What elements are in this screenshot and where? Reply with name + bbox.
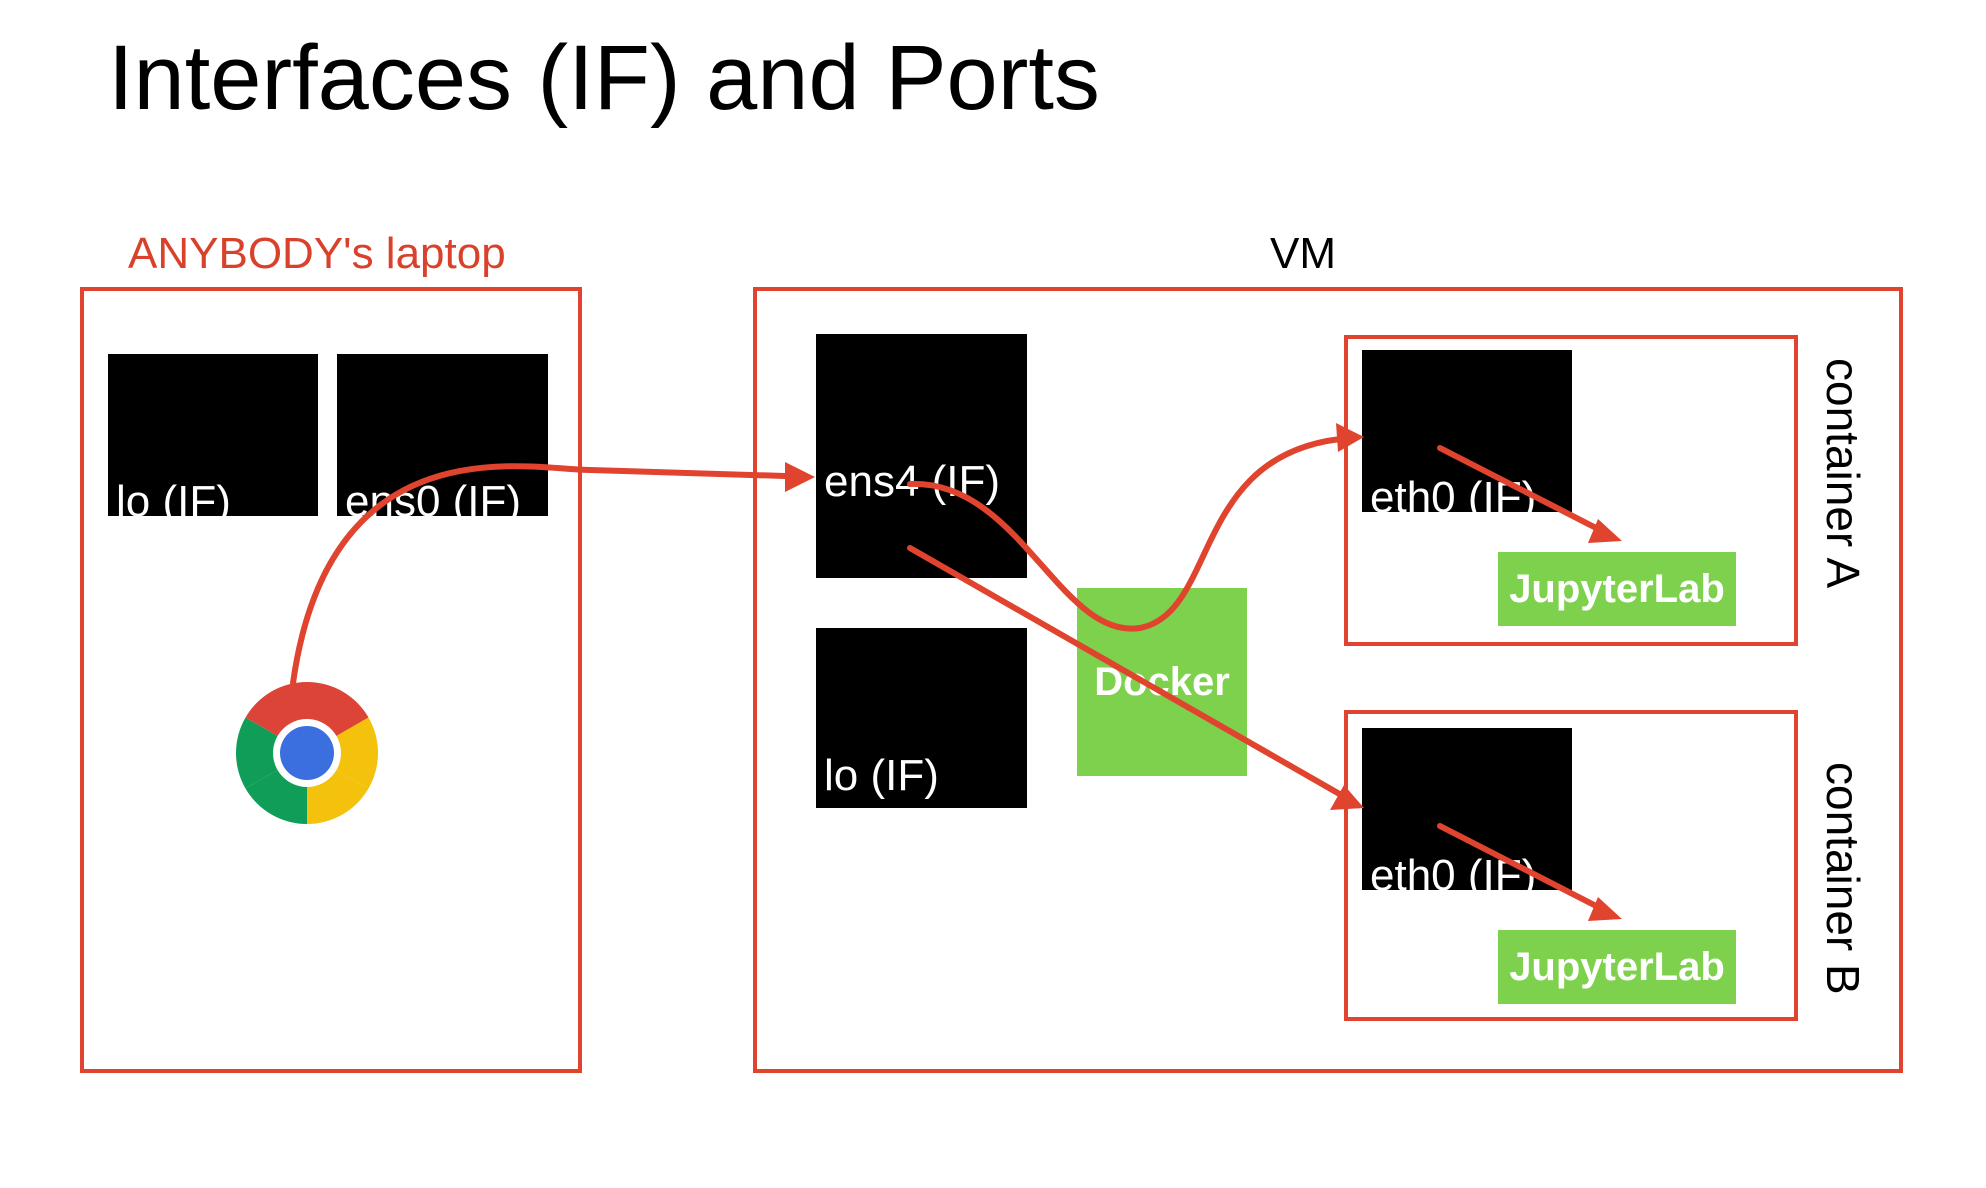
vm-label: VM [1270,229,1336,278]
arrowhead-ens4-300 [785,462,815,492]
laptop-lo-interface: lo (IF) 5000 [108,354,318,691]
port-300: 300 [824,916,898,965]
interface-name: eth0 (IF) [1370,473,1537,522]
container-b-frame [1344,710,1798,1021]
vm-lo-interface: lo (IF) 300 400 [816,628,1027,1130]
arrowhead-container-a-80 [1336,423,1364,452]
interface-name: ens0 (IF) [345,477,522,526]
arrow-ens4-300-to-container-a-80 [907,435,1353,632]
container-a-label: container A [1817,358,1869,589]
vm-frame [753,287,1903,1073]
arrow-container-a-80-to-jupyterlab [1437,445,1603,533]
arrow-container-b-80-to-jupyterlab [1437,823,1603,911]
interface-name: lo (IF) [116,477,231,526]
laptop-ens0-interface: ens0 (IF) [337,354,548,526]
arrow-browser-to-ens4-300 [290,463,788,686]
laptop-frame [80,287,582,1073]
port-400: 400 [824,952,898,1001]
port-80: 80 [1370,638,1419,687]
arrowhead-jupyterlab-a [1588,519,1622,543]
port-400: 400 [824,1081,898,1130]
arrowhead-jupyterlab-b [1588,897,1622,921]
laptop-label: ANYBODY's laptop [128,229,506,278]
vm-ens4-interface: ens4 (IF) 22 300 400 [816,334,1027,1001]
connection-arrows [290,423,1622,921]
jupyterlab-label: JupyterLab [1509,944,1725,989]
container-b-eth0-interface: eth0 (IF) 80 [1362,728,1572,1065]
port-80: 80 [1370,1016,1419,1065]
arrowhead-container-b-80 [1330,785,1364,810]
container-a-frame [1344,335,1798,646]
container-b-jupyterlab: JupyterLab [1498,930,1736,1004]
port-5000: 5000 [116,642,214,691]
interface-name: lo (IF) [824,751,939,800]
container-a-eth0-interface: eth0 (IF) 80 [1362,350,1572,687]
slide-title: Interfaces (IF) and Ports [108,27,1100,129]
jupyterlab-label: JupyterLab [1509,566,1725,611]
chrome-icon [235,682,379,824]
container-b-label: container B [1817,762,1869,995]
arrow-ens4-400-to-container-b-80 [907,545,1353,803]
chrome-browser-icon [234,680,380,826]
container-a-jupyterlab: JupyterLab [1498,552,1736,626]
